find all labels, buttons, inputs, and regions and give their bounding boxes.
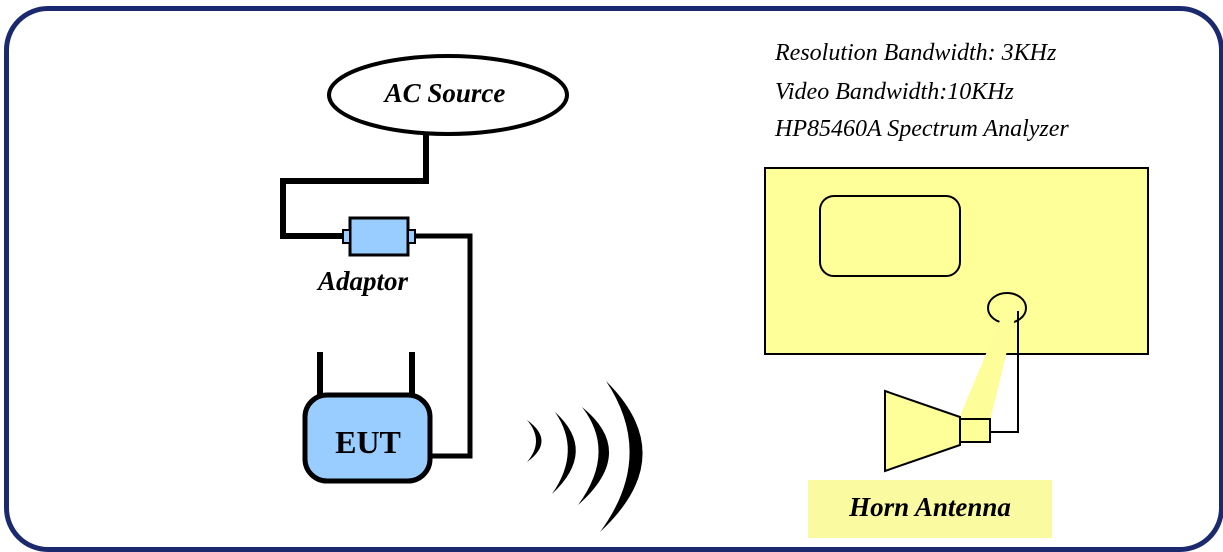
horn-antenna-cone	[884, 389, 961, 473]
radio-wave-3	[578, 407, 610, 505]
ac-cable	[280, 134, 429, 239]
spectrum-analyzer-model-label: HP85460A Spectrum Analyzer	[775, 116, 1069, 142]
radio-wave-2	[552, 412, 576, 494]
adaptor-label: Adaptor	[318, 266, 409, 296]
adaptor-left-plug	[342, 229, 351, 244]
eut-label: EUT	[335, 424, 401, 460]
video-bandwidth-label: Video Bandwidth:10KHz	[775, 79, 1014, 105]
ac-source-label: AC Source	[384, 78, 506, 108]
radio-wave-1	[527, 420, 542, 462]
adaptor-box	[348, 216, 410, 257]
eut-box	[302, 392, 433, 484]
horn-antenna-neck	[959, 418, 991, 443]
radio-wave-4	[600, 381, 643, 532]
analyzer-screen	[819, 195, 961, 277]
rf-cable	[990, 311, 1019, 433]
horn-antenna-label: Horn Antenna	[849, 492, 1011, 522]
resolution-bandwidth-label: Resolution Bandwidth: 3KHz	[775, 40, 1057, 66]
horn-antenna-label-box	[808, 480, 1052, 538]
ac-source-ellipse	[327, 54, 569, 136]
horn-beam	[958, 318, 1015, 421]
dc-cable	[415, 233, 473, 459]
adaptor-right-plug	[407, 229, 416, 244]
